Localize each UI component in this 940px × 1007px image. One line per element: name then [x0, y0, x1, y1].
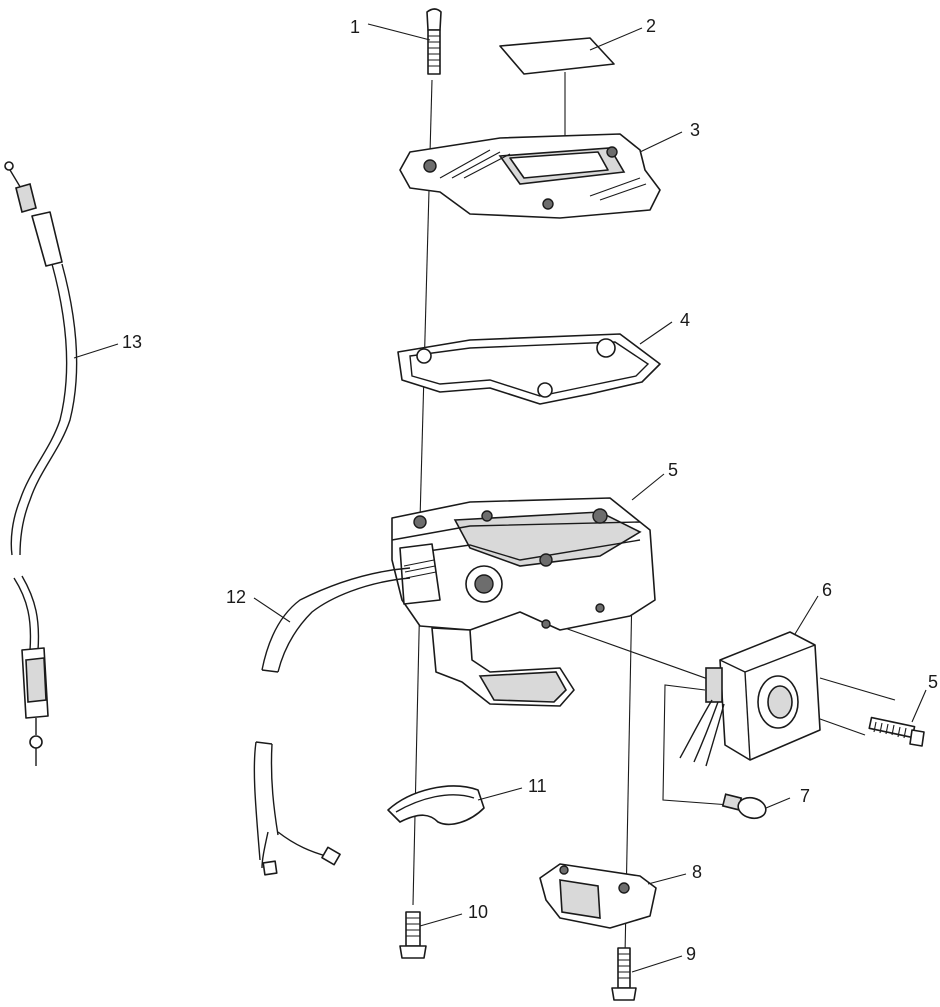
part-10-screw	[399, 911, 427, 959]
part-8-clamp	[539, 863, 657, 929]
callout-6: 6	[822, 580, 832, 600]
callout-9: 9	[686, 944, 696, 964]
part-6-switch-housing	[679, 631, 821, 767]
callout-2: 2	[646, 16, 656, 36]
part-9-screw	[611, 947, 637, 1001]
part-3-cover-plate	[399, 133, 661, 219]
callout-13: 13	[122, 332, 142, 352]
callout-8: 8	[692, 862, 702, 882]
callout-7: 7	[800, 786, 810, 806]
callout-1: 1	[350, 17, 360, 37]
callouts: 1 2 3 4 5 5 6 7 8 9 10 11 12 13	[122, 16, 938, 964]
part-11-retainer	[387, 785, 485, 826]
callout-3: 3	[690, 120, 700, 140]
part-2-decal	[499, 37, 615, 75]
part-13-cable	[4, 161, 78, 766]
part-1-screw	[426, 8, 442, 75]
callout-5-housing: 5	[668, 460, 678, 480]
leader-lines	[73, 23, 927, 973]
callout-4: 4	[680, 310, 690, 330]
part-5-throttle-housing	[391, 497, 656, 707]
part-7-bulb	[721, 793, 767, 820]
callout-5-screw: 5	[928, 672, 938, 692]
callout-11: 11	[528, 776, 547, 796]
part-12-wiring-harness	[253, 567, 411, 876]
part-5-screw	[868, 716, 925, 747]
part-4-gasket	[397, 333, 661, 405]
callout-10: 10	[468, 902, 488, 922]
callout-12: 12	[226, 587, 246, 607]
